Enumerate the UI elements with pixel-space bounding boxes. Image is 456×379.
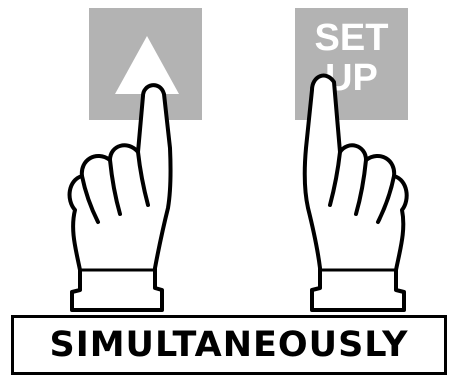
up-key-button	[89, 8, 202, 120]
up-arrow-icon	[115, 36, 179, 94]
setup-key-label: SET UP	[295, 18, 408, 98]
setup-key-button: SET UP	[295, 8, 408, 120]
caption-box: SIMULTANEOUSLY	[11, 315, 447, 375]
caption-text: SIMULTANEOUSLY	[49, 328, 408, 363]
